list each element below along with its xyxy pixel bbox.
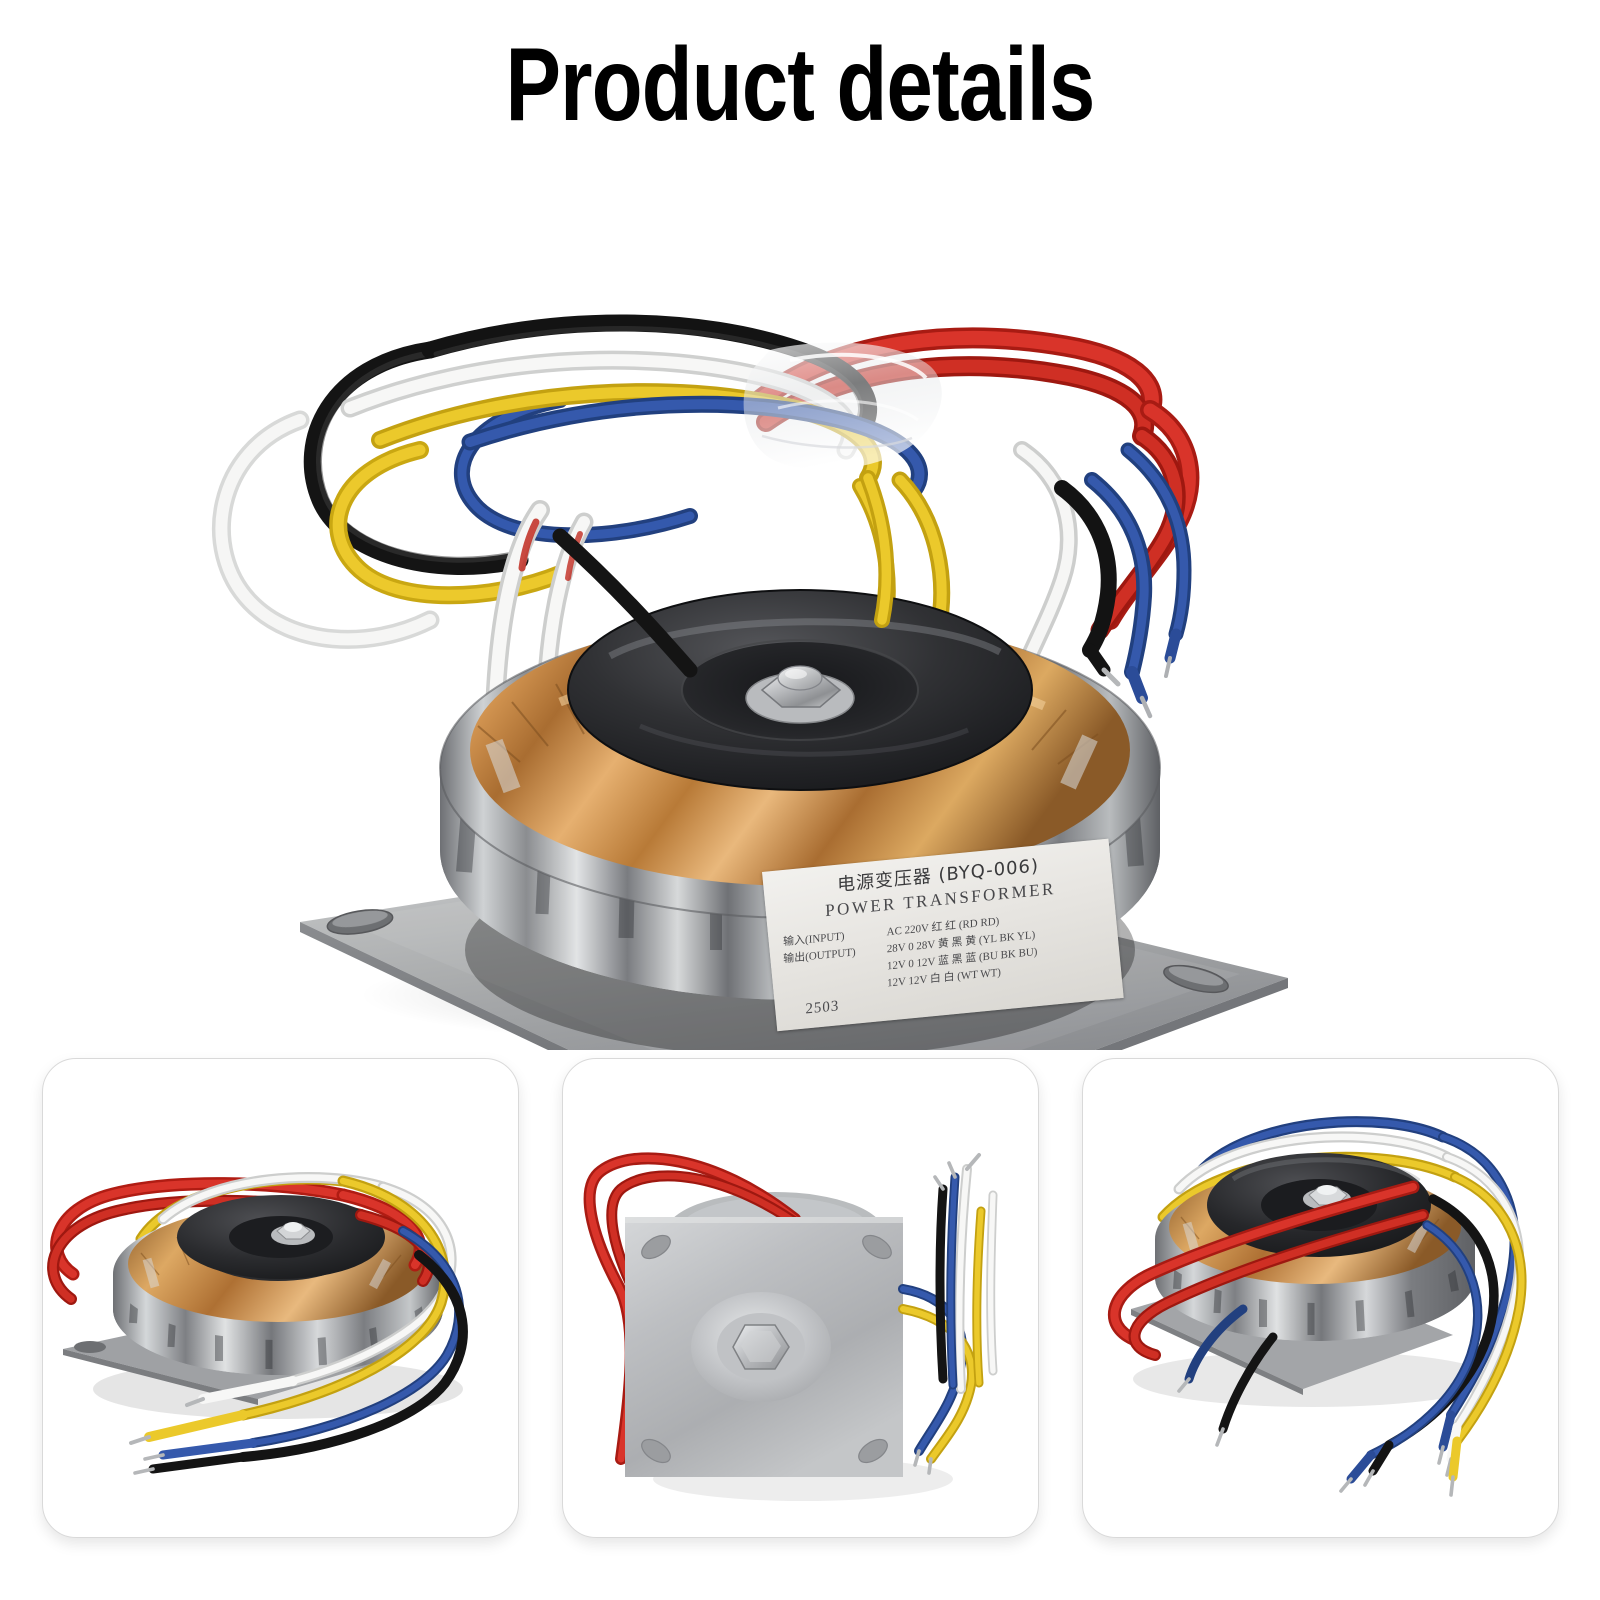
thumbnail-bottom-plate-view[interactable]	[562, 1058, 1039, 1538]
product-label: 电源变压器 (BYQ-006) POWER TRANSFORMER 输入(INP…	[762, 838, 1124, 1032]
main-product-photo: 电源变压器 (BYQ-006) POWER TRANSFORMER 输入(INP…	[0, 150, 1600, 1170]
thumb-1-illustration	[47, 1172, 468, 1475]
thumb-2-illustration	[583, 1152, 998, 1501]
thumbnail-angle-view[interactable]	[42, 1058, 519, 1538]
thumb-3-illustration	[1108, 1116, 1527, 1497]
page-title: Product details	[505, 27, 1095, 143]
label-batch-code: 2503	[805, 998, 840, 1018]
thumbnail-row	[0, 1058, 1600, 1558]
thumbnail-top-view[interactable]	[1082, 1058, 1559, 1538]
